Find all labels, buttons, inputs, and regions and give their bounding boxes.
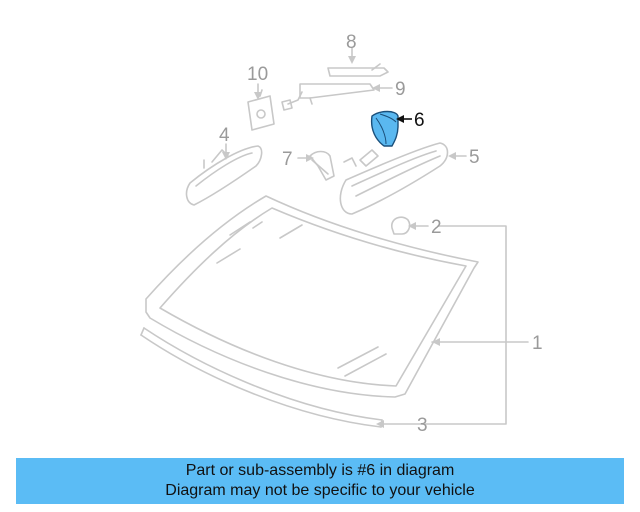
- banner-line-1: Part or sub-assembly is #6 in diagram: [185, 462, 455, 479]
- leader-6: [396, 115, 412, 123]
- callout-5: 5: [469, 147, 480, 168]
- clip-2: [391, 216, 411, 235]
- callout-10: 10: [247, 64, 268, 85]
- cover-8: [327, 63, 389, 77]
- harness-9: [281, 83, 375, 111]
- bracket-7: [309, 150, 335, 181]
- callout-9: 9: [395, 79, 406, 100]
- callout-2: 2: [431, 217, 442, 238]
- callout-4: 4: [219, 125, 230, 146]
- mirror-right: [339, 142, 449, 215]
- windshield: [145, 195, 479, 398]
- callout-6[interactable]: 6: [414, 110, 425, 131]
- callout-8: 8: [346, 32, 357, 53]
- callout-3: 3: [417, 415, 428, 436]
- sensor-10: [247, 89, 275, 131]
- moulding: [140, 327, 383, 428]
- banner-line-2: Diagram may not be specific to your vehi…: [165, 482, 475, 499]
- callout-1: 1: [532, 333, 543, 354]
- info-banner: Part or sub-assembly is #6 in diagram Di…: [16, 458, 624, 504]
- highlighted-part-6[interactable]: [370, 110, 399, 147]
- callout-7: 7: [282, 149, 293, 170]
- leader-lines: [225, 47, 529, 425]
